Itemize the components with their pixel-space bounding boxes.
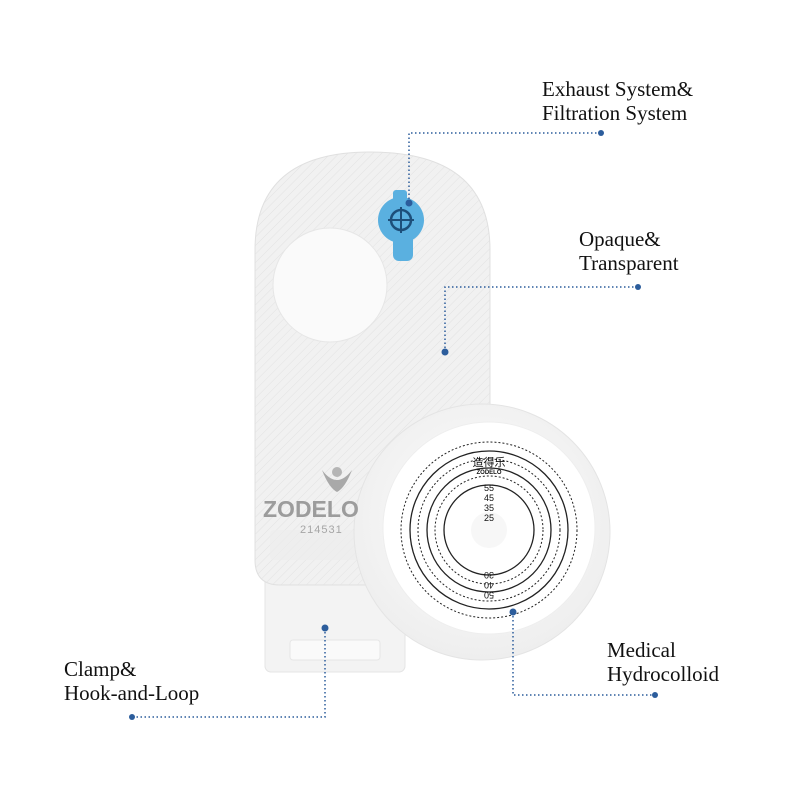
callout-medical-hydrocolloid: Medical Hydrocolloid <box>607 638 719 686</box>
callout-text: Hydrocolloid <box>607 662 719 686</box>
ring-label: 30 <box>484 570 494 580</box>
ring-label: 50 <box>484 590 494 600</box>
callout-text: Opaque& <box>579 227 661 251</box>
bag-logo-icon <box>322 467 352 492</box>
wafer-brand: ZODELO <box>477 470 502 476</box>
callout-text: Filtration System <box>542 101 688 125</box>
bag-opening <box>272 227 388 343</box>
bag-code: 214531 <box>300 524 343 536</box>
ring-label: 55 <box>484 483 494 493</box>
callout-text: Medical <box>607 638 676 662</box>
callout-exhaust-filtration: Exhaust System& Filtration System <box>542 77 693 125</box>
ring-label: 35 <box>484 503 494 513</box>
filter-valve <box>378 190 424 261</box>
ring-label: 45 <box>484 493 494 503</box>
bag-brand: ZODELO <box>263 496 359 522</box>
callout-line-clamp <box>132 628 326 718</box>
clamp <box>289 639 381 661</box>
callout-text: Transparent <box>579 251 679 275</box>
wafer-brand-cn: 造得乐 <box>473 455 506 469</box>
ring-label: 40 <box>484 580 494 590</box>
callout-dots <box>129 130 658 720</box>
stoma-hole <box>471 512 507 548</box>
callout-opaque-transparent: Opaque& Transparent <box>579 227 679 275</box>
hydrocolloid-wafer: 造得乐 ZODELO 55 45 35 25 30 40 50 <box>353 403 611 661</box>
callout-lines <box>132 132 655 718</box>
callout-text: Hook-and-Loop <box>64 681 200 705</box>
callout-text: Exhaust System& <box>542 77 694 101</box>
callout-text: Clamp& <box>64 657 137 681</box>
ring-label: 25 <box>484 513 494 523</box>
callout-line-opaque <box>444 286 638 352</box>
callout-clamp-hook-loop: Clamp& Hook-and-Loop <box>64 657 199 705</box>
